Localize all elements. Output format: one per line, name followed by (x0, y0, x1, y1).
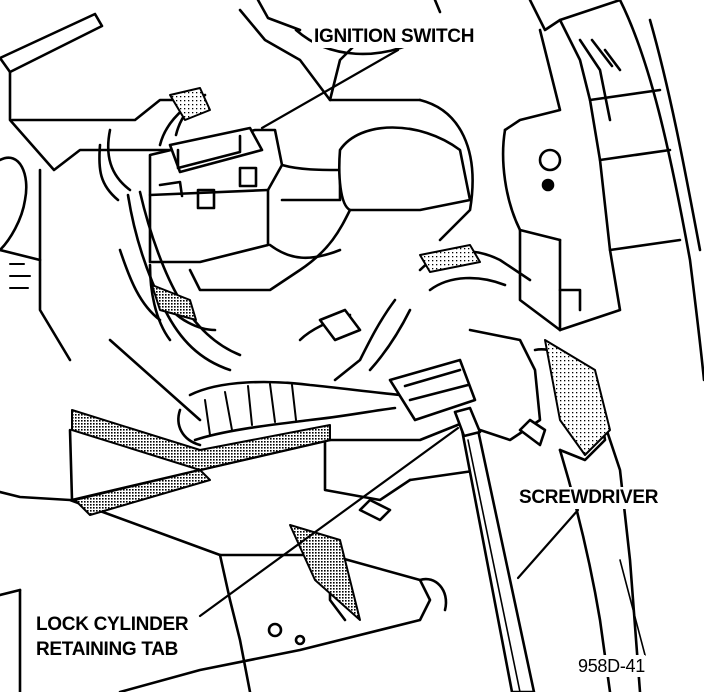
harness-right (298, 249, 532, 382)
leader-lines (198, 48, 646, 656)
leader-ignition-switch (260, 48, 400, 130)
wrapped-harness (177, 380, 402, 447)
ignition-switch-body (148, 126, 472, 292)
lock-cylinder-label-line1: LOCK CYLINDER (36, 614, 189, 636)
column-housing-right (501, 0, 704, 382)
leader-lock-cylinder (198, 426, 460, 618)
shaded-regions (71, 87, 611, 621)
lower-dash-bracket (0, 490, 448, 692)
lock-cylinder-label-line2: RETAINING TAB (36, 639, 179, 661)
leader-screwdriver (516, 508, 580, 580)
ignition-switch-label: IGNITION SWITCH (312, 26, 477, 48)
leader-figure-code (619, 559, 646, 656)
screwdriver-label: SCREWDRIVER (517, 487, 661, 509)
figure-code: 958D-41 (578, 655, 645, 677)
screwdriver (453, 406, 547, 692)
